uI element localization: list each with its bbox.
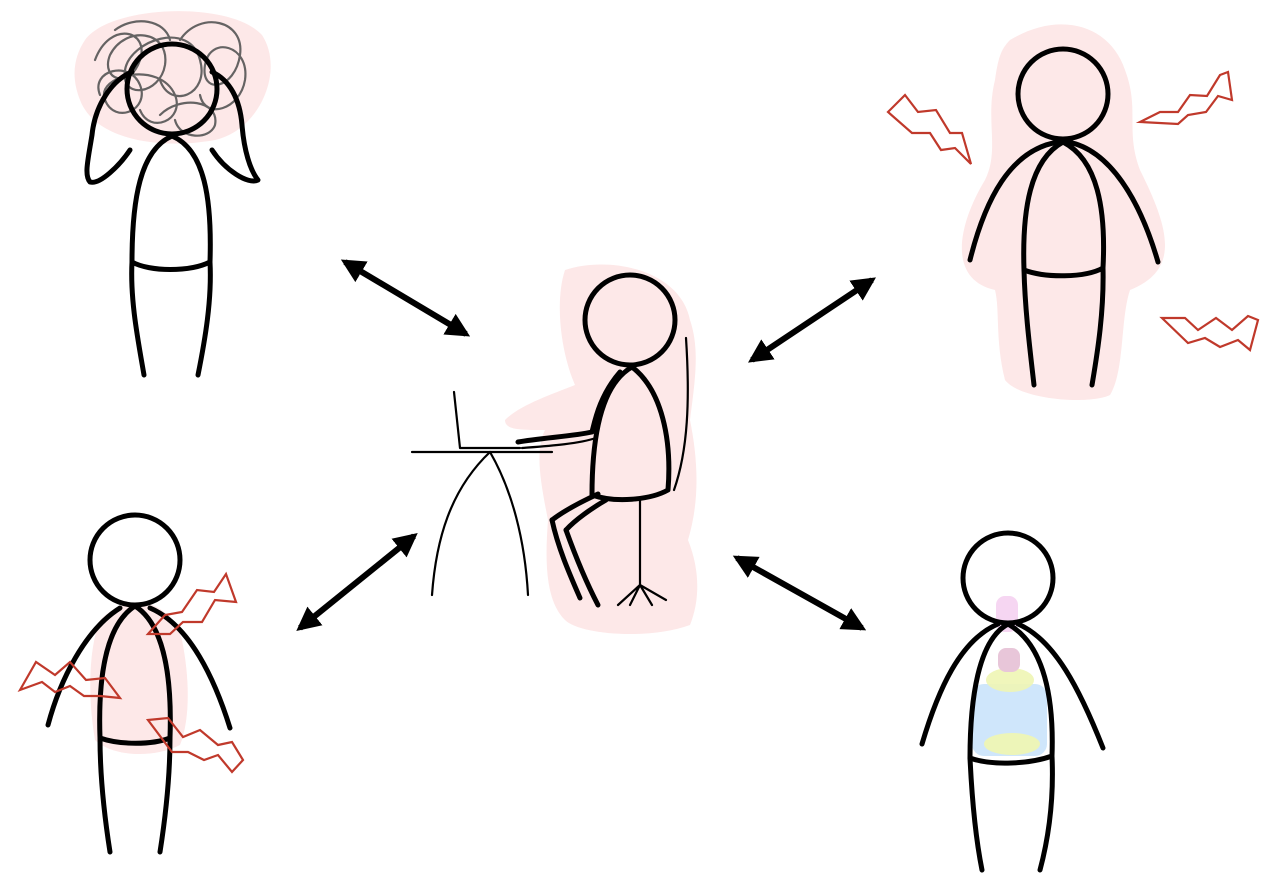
desk-leg-right <box>490 452 528 595</box>
tense-figure <box>888 24 1258 400</box>
leg-right <box>1040 756 1052 870</box>
torso-pain-figure <box>20 515 243 852</box>
leg-left <box>132 262 144 375</box>
arrow-tension-to-worker <box>752 280 872 360</box>
leg-left <box>970 758 982 870</box>
head <box>90 515 180 605</box>
lightning-icon <box>1140 72 1232 124</box>
stressed-figure <box>75 11 271 375</box>
leg-right <box>160 738 170 852</box>
leg-right <box>198 262 210 375</box>
digestion-figure <box>922 533 1103 870</box>
lightning-icon <box>1162 316 1258 350</box>
tension-glow <box>962 24 1165 400</box>
arrow-pain-to-worker <box>300 536 414 628</box>
digestion-yellow-lower <box>984 733 1040 755</box>
leg-left <box>100 738 110 852</box>
desk-leg-left <box>432 452 490 595</box>
seated-worker-figure <box>412 264 697 634</box>
digestion-mauve <box>998 648 1020 672</box>
torso <box>132 136 210 270</box>
arrow-digestion-to-worker <box>737 558 862 628</box>
lightning-icon <box>888 95 971 164</box>
arrow-stress-to-worker <box>345 262 466 334</box>
